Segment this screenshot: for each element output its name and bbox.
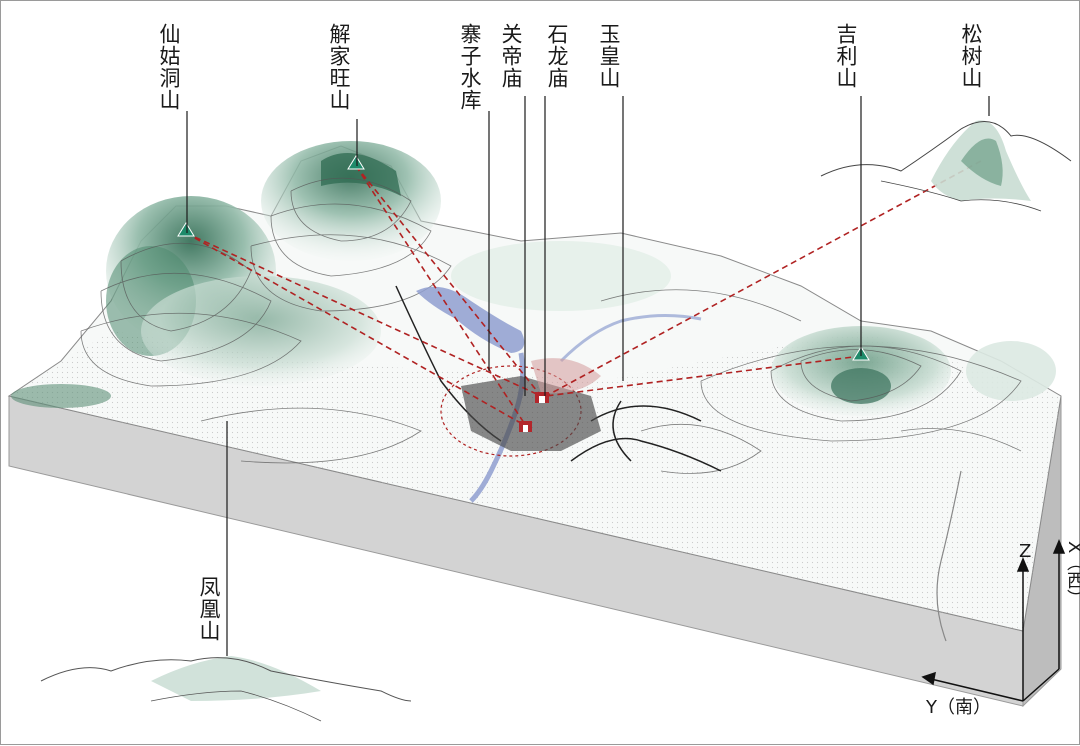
label-xiejiawang: 解家旺山 [327,23,351,111]
leader-lines [186,96,990,656]
label-zhaizi: 寨子水库 [458,23,482,111]
fenghuang-mountain-sketch [40,656,412,722]
peak-triangle-icon [347,155,365,170]
temple-icon [519,421,532,432]
label-yuhuang: 玉皇山 [597,23,621,89]
label-fenghuang: 凤凰山 [197,576,221,642]
label-shilong: 石龙庙 [545,23,569,89]
axis-label-y: Y（南） [926,697,991,718]
axis-label-z: Z [1019,541,1032,562]
peak-triangle-icon [177,222,195,237]
label-jili: 吉利山 [834,23,858,89]
label-guandi: 关帝庙 [499,23,523,89]
label-xiangudong: 仙姑洞山 [157,23,181,111]
zhaizi-reservoir [416,286,525,353]
songshu-mountain-sketch [820,120,1072,212]
temple-icon [535,392,549,403]
axis-label-x: X（西） [1064,541,1080,608]
village-cluster [440,358,601,457]
label-songshu: 松树山 [959,23,983,89]
sightlines [185,160,982,427]
axis-arrow-icon [921,539,1066,702]
